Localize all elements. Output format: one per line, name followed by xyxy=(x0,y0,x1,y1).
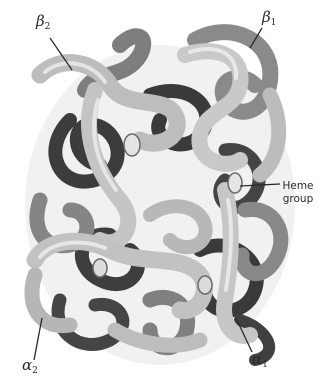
heme-group-marker xyxy=(93,259,107,277)
beta1-subunit-label: β1 xyxy=(262,10,276,28)
alpha1-subunit-label: α1 xyxy=(252,352,268,370)
heme-group-marker xyxy=(198,276,212,294)
beta2-subunit-label: β2 xyxy=(36,14,50,32)
heme-label-line2: group xyxy=(272,193,323,206)
heme-group-label: Heme group xyxy=(272,180,323,206)
alpha2-subunit-label: α2 xyxy=(22,358,38,376)
heme-group-marker xyxy=(228,173,242,193)
heme-group-marker xyxy=(124,134,140,156)
heme-label-line1: Heme xyxy=(272,180,323,193)
